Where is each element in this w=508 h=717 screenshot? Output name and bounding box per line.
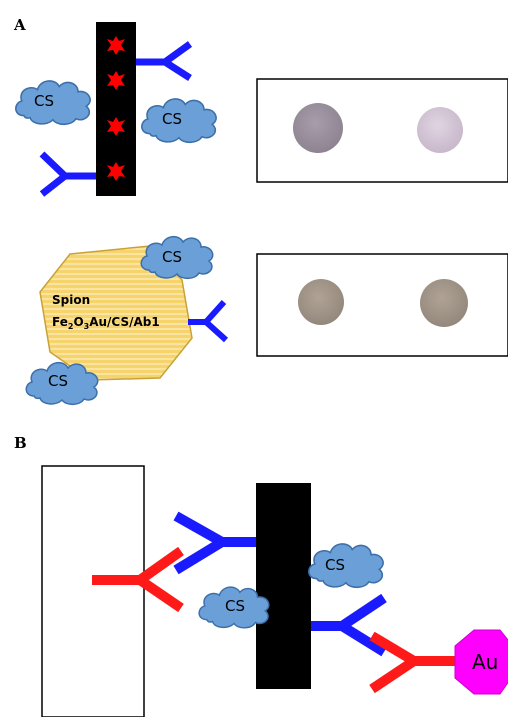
red-star-markers xyxy=(107,36,125,181)
panel-a-label: A xyxy=(13,16,26,34)
au-nanoparticle xyxy=(454,629,508,695)
red-antibody-icon xyxy=(369,631,459,694)
panel-a-top-strip-assembly: CS CS xyxy=(14,22,217,197)
black-strip xyxy=(256,483,311,689)
test-dot xyxy=(293,103,343,153)
cs-label: CS xyxy=(162,248,182,266)
panel-a-spion-assembly: Spion Fe2O3Au/CS/Ab1 CS CS xyxy=(25,235,229,406)
cs-label: CS xyxy=(225,597,245,615)
panel-a-top-test-strip xyxy=(256,78,508,183)
cs-label: CS xyxy=(48,372,68,390)
test-dot xyxy=(420,279,468,327)
test-dot xyxy=(298,279,344,325)
au-label: Au xyxy=(472,650,498,674)
test-dot xyxy=(417,107,463,153)
red-star-icon xyxy=(107,71,125,90)
red-antibody-icon xyxy=(92,546,184,613)
red-star-icon xyxy=(107,162,125,181)
spion-formula-label: Fe2O3Au/CS/Ab1 xyxy=(52,315,160,331)
blue-antibody-icon xyxy=(311,593,387,657)
blue-antibody-icon xyxy=(39,151,96,197)
cs-label: CS xyxy=(34,92,54,110)
cs-label: CS xyxy=(325,556,345,574)
blue-antibody-icon xyxy=(173,511,256,575)
blue-antibody-icon xyxy=(188,299,229,343)
red-star-icon xyxy=(107,36,125,55)
cs-label: CS xyxy=(162,110,182,128)
cs-cloud-icon xyxy=(307,543,384,589)
spion-label: Spion xyxy=(52,293,90,307)
red-star-icon xyxy=(107,117,125,136)
test-strip-frame xyxy=(256,253,508,357)
test-strip-frame xyxy=(41,465,145,717)
panel-b-label: B xyxy=(14,434,27,452)
panel-b-assembly: CS CS Au xyxy=(41,465,508,717)
blue-antibody-icon xyxy=(136,41,193,81)
panel-a-bottom-test-strip xyxy=(256,253,508,357)
